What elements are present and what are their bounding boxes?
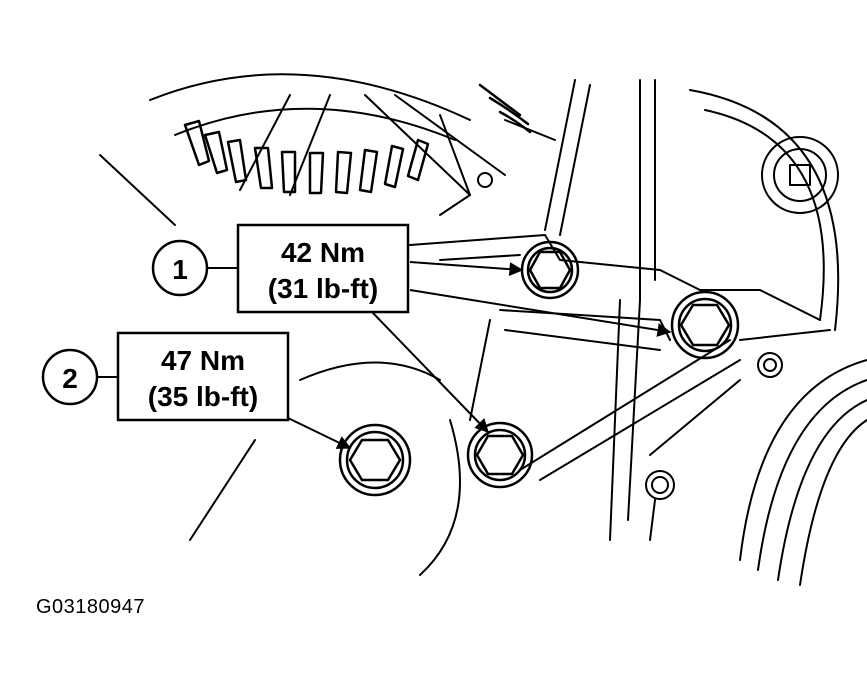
torque-value-lbft: (31 lb-ft) <box>268 273 378 304</box>
leader-arrow <box>409 289 672 337</box>
bolt-1a <box>520 240 580 300</box>
bolt-2 <box>338 423 412 497</box>
torque-label-box <box>236 223 410 314</box>
torque-label-box <box>116 331 290 422</box>
torque-value-nm: 42 Nm <box>281 237 365 268</box>
figure-id: G03180947 <box>36 596 146 618</box>
callout-1: 1 42 Nm (31 lb-ft) <box>151 223 410 314</box>
leader-arrow <box>409 261 524 277</box>
callout-2: 2 47 Nm (35 lb-ft) <box>41 331 290 422</box>
sprocket-outline <box>149 73 471 121</box>
engine-line-art <box>99 73 867 586</box>
callout-1-leaders <box>371 261 672 434</box>
sprocket-inner <box>174 107 456 141</box>
callout-number: 2 <box>62 363 78 394</box>
callout-2-leaders <box>287 417 352 449</box>
bolt-1b <box>670 290 740 360</box>
leader-arrow <box>287 417 352 449</box>
bolt-1c <box>466 421 534 489</box>
torque-value-lbft: (35 lb-ft) <box>148 381 258 412</box>
pulley-outline <box>689 89 840 331</box>
callout-number: 1 <box>172 254 188 285</box>
leader-arrow <box>371 311 489 434</box>
torque-value-nm: 47 Nm <box>161 345 245 376</box>
